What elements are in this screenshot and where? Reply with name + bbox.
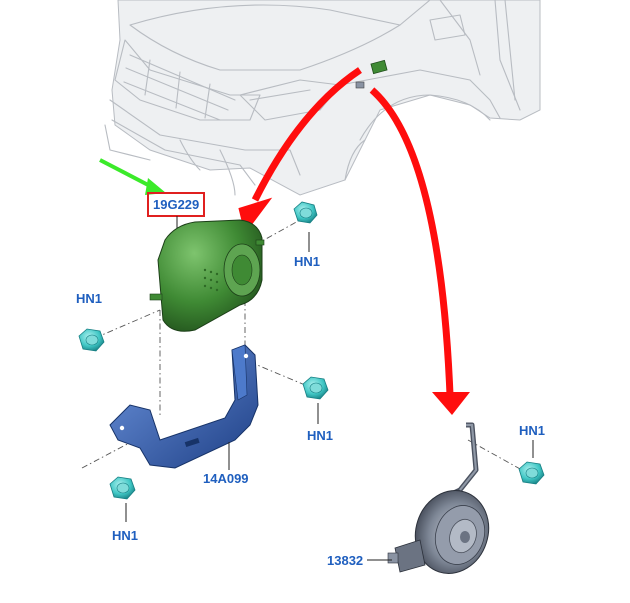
module-part-number: 19G229 [153,197,199,212]
nut-label-bottom-left: HN1 [112,528,138,543]
hex-nut-4 [109,476,136,500]
nut-label-left: HN1 [76,291,102,306]
bracket-part-number: 14A099 [203,471,249,486]
red-pointer-arrow-to-horn [369,87,470,415]
hex-nut-1 [293,201,318,224]
horn [387,422,490,574]
hex-nut-2 [78,328,105,352]
hex-nut-5 [518,461,545,485]
control-module [149,219,265,332]
nut-label-top: HN1 [294,254,320,269]
horn-part-number: 13832 [327,553,363,568]
part-number-highlight-box [147,192,205,217]
hex-nut-3 [302,376,329,400]
nut-label-middle-right: HN1 [307,428,333,443]
nut-label-right: HN1 [519,423,545,438]
green-indicator-arrow [99,158,166,195]
mounting-bracket [109,344,259,469]
